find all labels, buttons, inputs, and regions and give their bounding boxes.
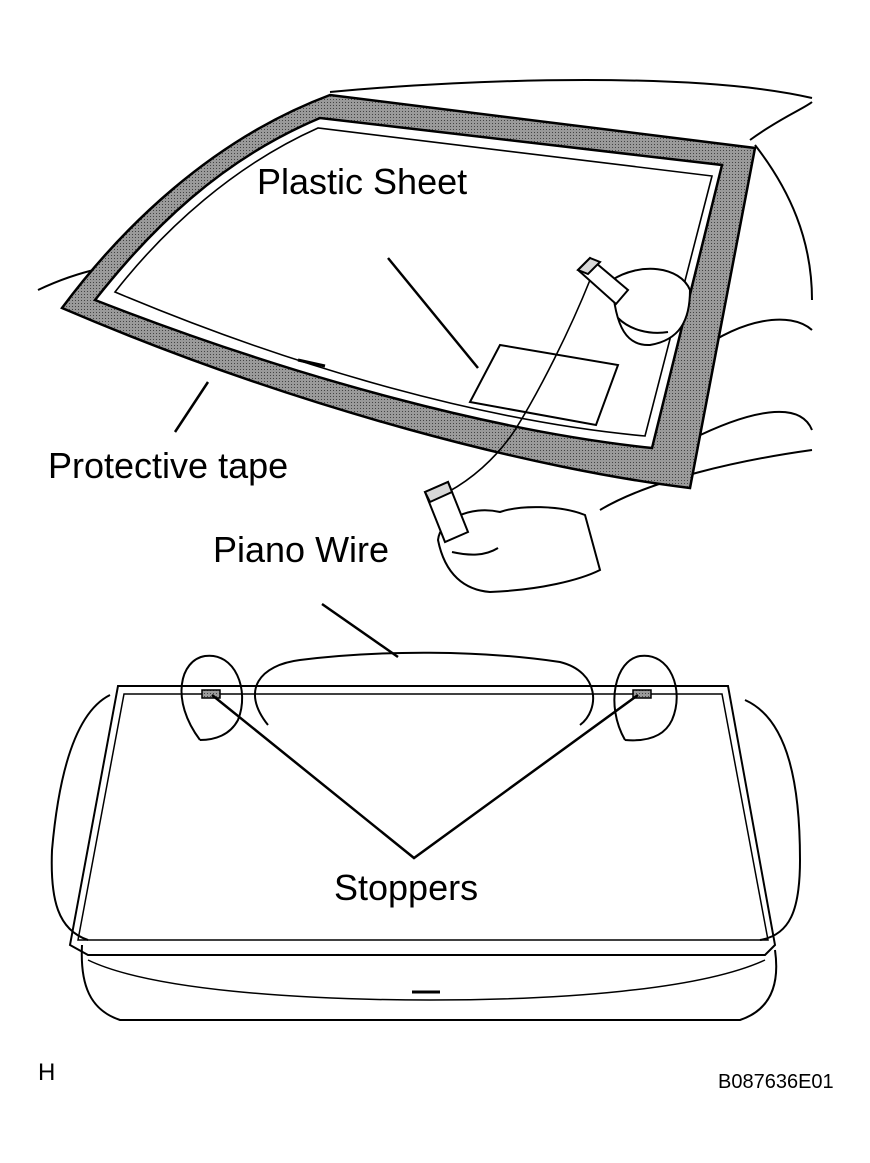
plastic-sheet	[468, 343, 620, 427]
protective-tape-label: Protective tape	[48, 445, 289, 486]
view-letter: H	[38, 1059, 56, 1086]
plastic-sheet-leader	[387, 257, 479, 369]
piano-wire-leader	[321, 602, 399, 659]
plastic-sheet-label: Plastic Sheet	[257, 161, 468, 202]
piano-wire-label: Piano Wire	[213, 529, 390, 570]
lower-wire-handle	[423, 480, 470, 544]
piano-wire-loops	[50, 651, 802, 941]
upper-hand	[610, 267, 692, 347]
figure-code: B087636E01	[718, 1071, 834, 1093]
piano-wire	[447, 279, 591, 493]
stoppers-leader	[211, 693, 639, 860]
lower-hand	[436, 506, 602, 594]
stopper-right	[632, 689, 652, 699]
stopper-left	[201, 689, 221, 699]
upper-wire-handle	[576, 256, 630, 306]
stoppers-label: Stoppers	[334, 867, 479, 908]
protective-tape-leader	[173, 381, 210, 433]
windshield-glass-lower	[68, 685, 778, 1021]
